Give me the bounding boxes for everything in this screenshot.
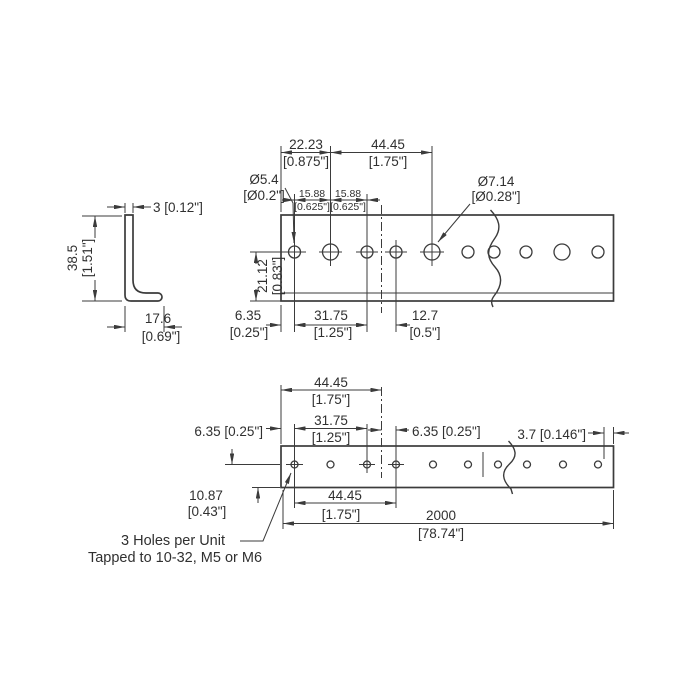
large-hole-leader (437, 203, 471, 243)
dim-height-mm: 38.5 (65, 245, 80, 271)
dim-plan-edge-to-hole: 6.35 [0.25"] (194, 424, 263, 439)
dim-hole-height-in: [0.83"] (270, 257, 285, 296)
label-large-hole-dia-mm: Ø7.14 (478, 174, 515, 189)
dim-plan-unit-length-in: [1.75"] (312, 392, 351, 407)
dim-edge-to-large-hole-mm: 22.23 (289, 137, 323, 152)
dim-unit-gap-mm: 12.7 (412, 308, 438, 323)
dim-thickness: 3 [0.12"] (153, 200, 203, 215)
dim-hole-height-mm: 21.12 (255, 259, 270, 293)
dim-hole-span-in: [1.25"] (314, 325, 353, 340)
dim-plan-unit-pitch-mm: 44.45 (328, 488, 362, 503)
dim-plan-end-margin: 3.7 [0.146"] (517, 427, 586, 442)
side-elevation-view: 22.23 [0.875"] 44.45 [1.75"] 15.88 [0.62… (230, 137, 615, 340)
dim-plan-hole-offset-in: [0.43"] (188, 504, 227, 519)
dim-plan-unit-length-mm: 44.45 (314, 375, 348, 390)
dim-width-mm: 17.6 (145, 311, 171, 326)
dim-unit-length-mm: 44.45 (371, 137, 405, 152)
dim-pitch2-mm: 15.88 (335, 188, 361, 200)
label-small-hole-dia-mm: Ø5.4 (249, 172, 279, 187)
dim-height-in: [1.51"] (80, 239, 95, 278)
dim-pitch1-mm: 15.88 (299, 188, 325, 200)
dim-plan-unit-pitch-in: [1.75"] (322, 507, 361, 522)
rail-plan-body (280, 445, 615, 489)
dim-unit-length-in: [1.75"] (369, 154, 408, 169)
dim-edge-to-hole-in: [0.25"] (230, 325, 269, 340)
break-line (487, 209, 502, 308)
dim-plan-unit-line-to-hole: 6.35 [0.25"] (412, 424, 481, 439)
note-leader (240, 472, 292, 542)
dim-plan-hole-span-in: [1.25"] (312, 430, 351, 445)
dim-width-in: [0.69"] (142, 329, 181, 344)
label-small-hole-dia-in: [Ø0.2"] (243, 188, 285, 203)
dim-pitch2-in: [0.625"] (330, 201, 366, 213)
break-line-plan (502, 440, 516, 495)
note-holes-per-unit: 3 Holes per Unit (121, 533, 225, 549)
note-tapped: Tapped to 10-32, M5 or M6 (88, 550, 262, 566)
dim-unit-gap-in: [0.5"] (409, 325, 440, 340)
dim-pitch1-in: [0.625"] (294, 201, 330, 213)
dim-plan-hole-offset-mm: 10.87 (189, 488, 223, 503)
dim-edge-to-hole-mm: 6.35 (235, 308, 261, 323)
dim-total-length-in: [78.74"] (418, 526, 464, 541)
dim-hole-span-mm: 31.75 (314, 308, 348, 323)
small-hole-leader (284, 187, 296, 244)
dim-total-length-mm: 2000 (426, 508, 456, 523)
dim-plan-hole-span-mm: 31.75 (314, 413, 348, 428)
cross-section-view: 3 [0.12"] 38.5 [1.51"] 17.6 [0.69"] (65, 200, 203, 344)
plan-view: 44.45 [1.75"] 31.75 [1.25"] 6.35 [0.25"]… (88, 375, 629, 566)
angle-profile-shape (124, 214, 163, 302)
label-large-hole-dia-in: [Ø0.28"] (471, 189, 520, 204)
dim-edge-to-large-hole-in: [0.875"] (283, 154, 329, 169)
